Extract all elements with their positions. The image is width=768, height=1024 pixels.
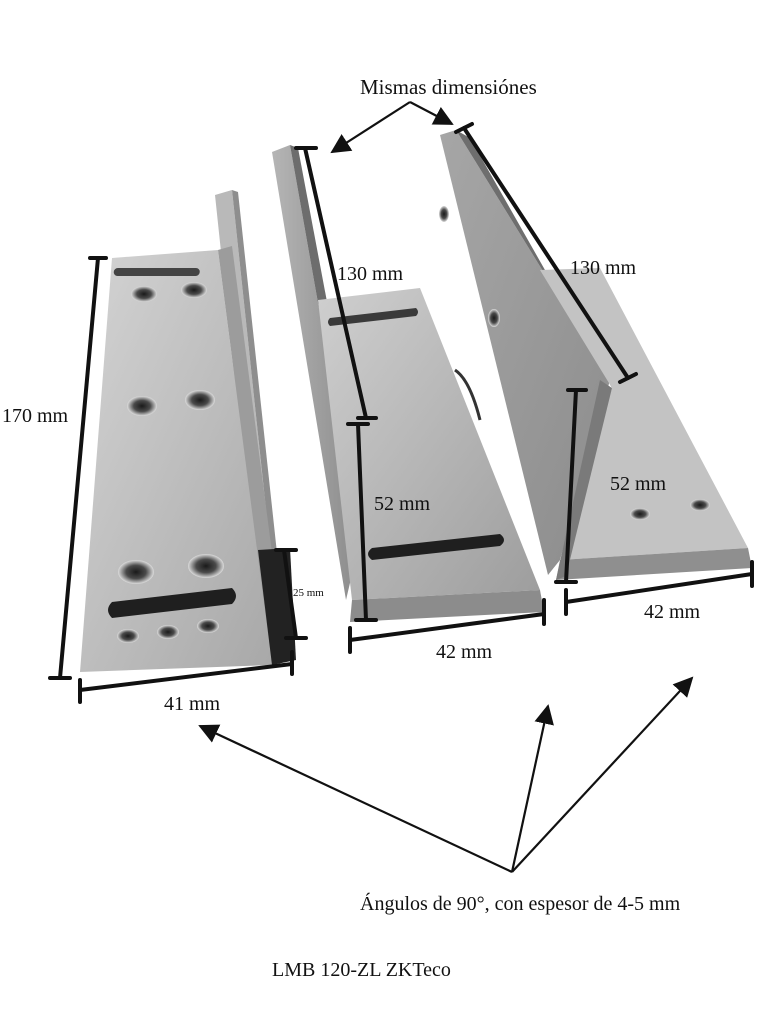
label-170mm: 170 mm: [2, 405, 69, 427]
middle-bracket-plate: [318, 288, 540, 600]
label-52mm-middle: 52 mm: [374, 493, 431, 515]
label-same-dimensions: Mismas dimensiónes: [360, 75, 537, 99]
middle-bracket: [272, 145, 544, 622]
label-angles-note: Ángulos de 90°, con espesor de 4-5 mm: [360, 892, 681, 915]
dimension-lines: [48, 122, 754, 704]
label-42mm-right: 42 mm: [644, 601, 701, 623]
right-bracket-wall: [440, 130, 610, 575]
right-bracket-plate: [540, 268, 748, 560]
annotation-arrows: [198, 101, 694, 873]
right-bracket: [439, 130, 752, 580]
label-130mm-right: 130 mm: [570, 257, 637, 279]
left-bracket: [80, 190, 296, 672]
label-41mm: 41 mm: [164, 693, 221, 715]
middle-bracket-wall: [272, 145, 360, 600]
product-name: LMB 120-ZL ZKTeco: [272, 959, 451, 981]
left-bracket-holes: [117, 282, 224, 643]
label-52mm-right: 52 mm: [610, 473, 667, 495]
label-25mm: 25 mm: [293, 587, 324, 599]
label-42mm-middle: 42 mm: [436, 641, 493, 663]
label-130mm-middle: 130 mm: [337, 263, 404, 285]
